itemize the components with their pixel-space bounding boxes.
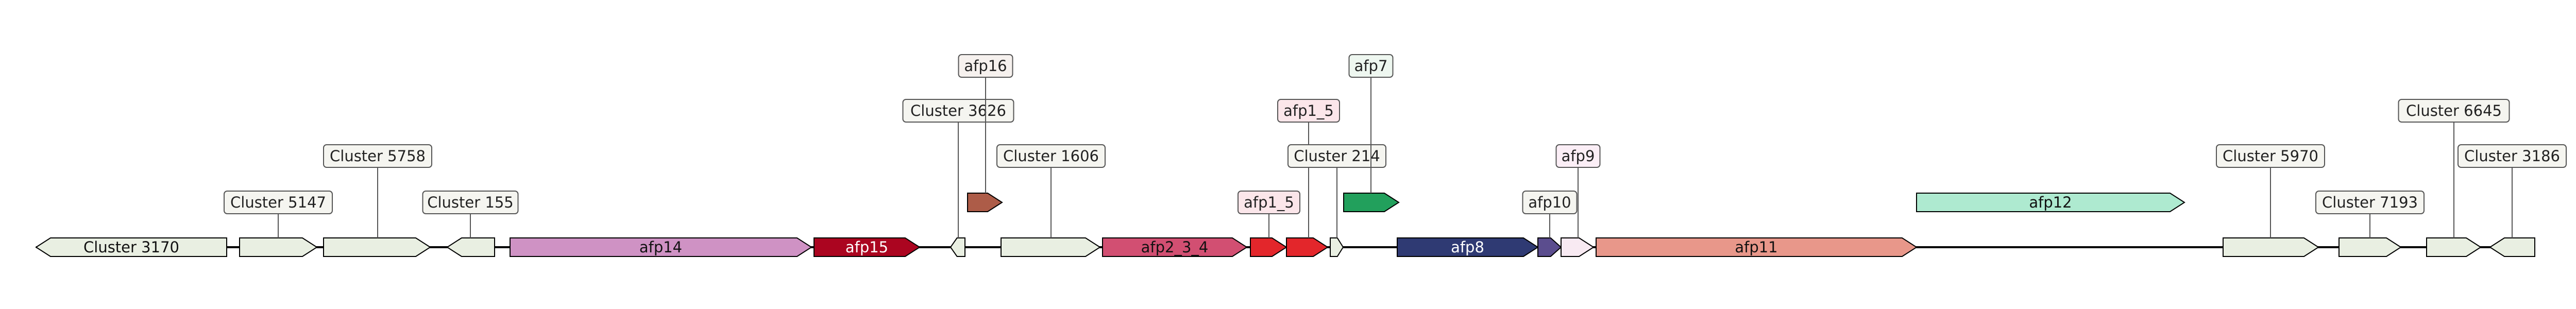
callout-box-afp10	[1522, 191, 1578, 214]
callout-label-afp9: afp9	[1562, 147, 1595, 165]
gene-label-afp2-3-4: afp2_3_4	[1141, 238, 1209, 256]
gene-arrow-cluster-155	[446, 237, 495, 257]
gene-arrow-afp8	[1397, 237, 1539, 257]
callout-label-cluster-6645: Cluster 6645	[2406, 102, 2502, 119]
gene-arrow-cluster-7193	[2338, 237, 2402, 257]
gene-arrow-cluster-5758	[323, 237, 431, 257]
gene-label-afp12: afp12	[2029, 194, 2072, 211]
gene-arrow-afp1-5	[1286, 237, 1329, 257]
gene-arrow-afp1-5	[1250, 237, 1287, 257]
gene-arrow-cluster-6645	[2426, 237, 2482, 257]
callout-box-cluster-3186	[2458, 144, 2567, 168]
callout-label-cluster-1606: Cluster 1606	[1003, 147, 1099, 165]
callout-label-cluster-5758: Cluster 5758	[330, 147, 426, 165]
gene-arrow-afp11	[1596, 237, 1918, 257]
callout-label-afp1-5: afp1_5	[1283, 102, 1334, 119]
callout-box-cluster-214	[1287, 144, 1386, 168]
gene-arrow-cluster-3186	[2489, 237, 2535, 257]
callout-label-cluster-7193: Cluster 7193	[2322, 194, 2418, 211]
callout-label-afp10: afp10	[1528, 194, 1571, 211]
callout-box-afp9	[1555, 144, 1601, 168]
gene-arrow-afp12	[1916, 193, 2185, 212]
gene-label-afp15: afp15	[845, 238, 888, 256]
callout-box-cluster-1606	[996, 144, 1106, 168]
callout-box-afp1-5	[1277, 99, 1340, 123]
callout-label-cluster-214: Cluster 214	[1294, 147, 1380, 165]
genes-layer: Cluster 3170 afp14 afp15 afp2_3_4 afp8 afp11 a…	[35, 193, 2535, 257]
callout-box-cluster-155	[422, 191, 519, 214]
callout-label-cluster-3626: Cluster 3626	[910, 102, 1006, 119]
callout-box-afp1-5	[1238, 191, 1300, 214]
gene-arrow-afp2-3-4	[1102, 237, 1248, 257]
gene-arrow-afp9	[1561, 237, 1595, 257]
gene-arrow-cluster-5970	[2223, 237, 2319, 257]
gene-arrow-afp16	[967, 193, 1003, 212]
gene-arrow-afp15	[814, 237, 921, 257]
gene-arrow-cluster-3170	[35, 237, 227, 257]
gene-label-afp14: afp14	[639, 238, 682, 256]
gene-arrow-afp7	[1343, 193, 1400, 212]
gene-label-cluster-3170: Cluster 3170	[83, 238, 179, 256]
callout-label-cluster-3186: Cluster 3186	[2464, 147, 2560, 165]
callout-box-cluster-7193	[2315, 191, 2425, 214]
callout-box-cluster-5970	[2216, 144, 2325, 168]
gene-label-afp11: afp11	[1735, 238, 1777, 256]
callout-box-cluster-6645	[2398, 99, 2510, 123]
callout-box-afp16	[958, 54, 1013, 78]
gene-arrow-cluster-3626	[950, 237, 965, 257]
callout-label-afp1-5: afp1_5	[1244, 194, 1294, 211]
callout-box-cluster-5147	[224, 191, 333, 214]
callout-box-afp7	[1348, 54, 1394, 78]
gene-arrow-afp14	[510, 237, 812, 257]
callout-label-cluster-155: Cluster 155	[427, 194, 514, 211]
gene-arrow-cluster-1606	[1001, 237, 1101, 257]
gene-label-afp8: afp8	[1451, 238, 1484, 256]
callout-label-afp7: afp7	[1354, 57, 1388, 75]
gene-arrow-cluster-214	[1330, 237, 1344, 257]
callout-label-cluster-5147: Cluster 5147	[230, 194, 326, 211]
gene-arrow-afp10	[1537, 237, 1562, 257]
gene-arrow-cluster-5147	[239, 237, 318, 257]
callout-box-cluster-5758	[323, 144, 432, 168]
callout-label-afp16: afp16	[964, 57, 1007, 75]
callout-label-cluster-5970: Cluster 5970	[2223, 147, 2318, 165]
